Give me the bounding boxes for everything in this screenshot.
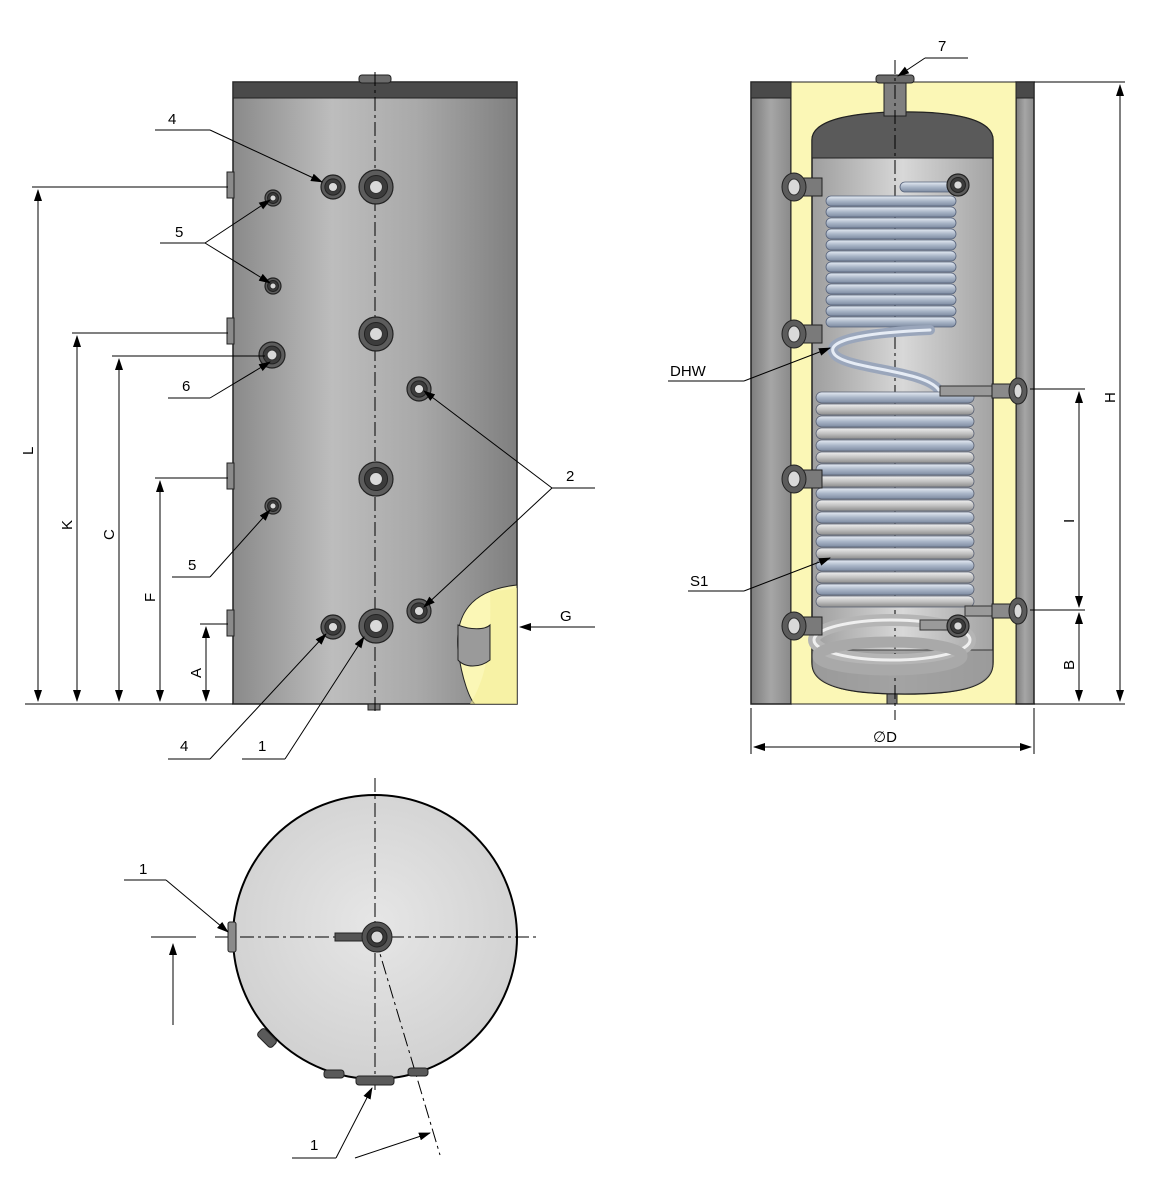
dimension-K: K [59,520,76,530]
s1-coil-turn [815,547,975,560]
small-fitting-2-bottom [406,598,432,624]
main-fitting-3 [358,461,394,497]
callout-5-bottom: 5 [188,557,196,574]
callout-2: 2 [566,468,574,485]
dhw-coil-turn [825,239,957,251]
sensor-fitting-5b [264,277,282,295]
section-s1-outlet [946,614,970,638]
dimension-I: I [1061,519,1078,523]
section-side-fittings [781,172,1028,641]
front-callouts: 4 5 6 5 2 4 1 [155,111,595,760]
top-view-center-fitting [334,921,393,953]
callout-4-top: 4 [168,111,176,128]
dimension-H: H [1102,392,1119,403]
front-main-fittings [358,169,394,644]
front-cutaway-shell [457,623,491,667]
dhw-coil-turn [825,305,957,317]
dimension-C: C [101,529,118,540]
s1-coil-turn [815,439,975,452]
top-view: 1 1 [124,778,540,1159]
section-left-fitting-4 [781,611,823,641]
s1-coil-turn [815,583,975,596]
front-left-stubs [226,171,235,637]
s1-coil-turn [815,463,975,476]
s1-coil-turn [815,427,975,440]
section-s1-coil [808,385,996,676]
callout-6: 6 [182,378,190,395]
section-left-wall [750,81,792,705]
s1-coil-turn [815,499,975,512]
front-view: 4 5 6 5 2 4 1 [20,72,595,760]
dhw-coil-turn [825,217,957,229]
small-fitting-4-bottom [320,614,346,640]
front-dimensions: L K C F A [20,186,265,705]
small-fitting-4-top [320,174,346,200]
section-right-fitting-upper [991,377,1028,405]
dimension-F: F [142,593,159,602]
dimension-B: B [1061,660,1078,670]
fitting-6 [258,341,286,369]
section-dhw-coil [825,181,957,397]
section-dhw-outlet [946,173,970,197]
main-fitting-4 [358,608,394,644]
callout-1-top-view-bottom: 1 [310,1137,318,1154]
sensor-fitting-5c [264,497,282,515]
dhw-coil-turn [825,228,957,240]
callout-7: 7 [938,38,946,55]
sensor-fitting-5a [264,189,282,207]
section-view: 7 DHW S1 H I B ∅D [668,38,1125,754]
s1-coil-turn [815,475,975,488]
front-bottom-foot [367,703,381,711]
section-left-fitting-1 [781,172,823,202]
callout-dhw: DHW [670,363,707,380]
s1-coil-turn [815,403,975,416]
dimension-D: ∅D [873,729,897,746]
small-fitting-2-top [406,376,432,402]
dimension-A: A [188,668,205,678]
s1-coil-turn [815,391,975,404]
dhw-coil-turn [825,294,957,306]
section-right-fitting-lower [991,597,1028,625]
section-callouts: 7 DHW S1 [668,38,968,592]
dhw-coil-turn [825,261,957,273]
dimension-L: L [20,447,37,455]
callout-1-top-view-left: 1 [139,861,147,878]
section-left-fitting-3 [781,464,823,494]
main-fitting-2 [358,316,394,352]
section-dimensions: H I B ∅D [750,81,1125,754]
dhw-coil-turn [825,316,957,328]
s1-coil-turn [815,595,975,608]
front-cutaway-inner [470,588,517,704]
dhw-coil-turn [825,272,957,284]
dhw-coil-turn [825,206,957,218]
s1-coil-turn [815,535,975,548]
section-left-fitting-2 [781,319,823,349]
dimension-G: G [560,608,572,625]
dhw-coil-turn [825,195,957,207]
callout-s1: S1 [690,573,708,590]
s1-coil-turn [815,571,975,584]
s1-coil-turn [815,487,975,500]
s1-coil-turn [815,523,975,536]
s1-coil-turn [815,559,975,572]
s1-coil-turn [815,415,975,428]
dhw-coil-turn [825,250,957,262]
callout-4-bottom: 4 [180,738,188,755]
s1-coil-turn [815,451,975,464]
callout-1: 1 [258,738,266,755]
s1-coil-turn [815,511,975,524]
dhw-coil-turn [825,283,957,295]
callout-5-top: 5 [175,224,183,241]
main-fitting-1 [358,169,394,205]
